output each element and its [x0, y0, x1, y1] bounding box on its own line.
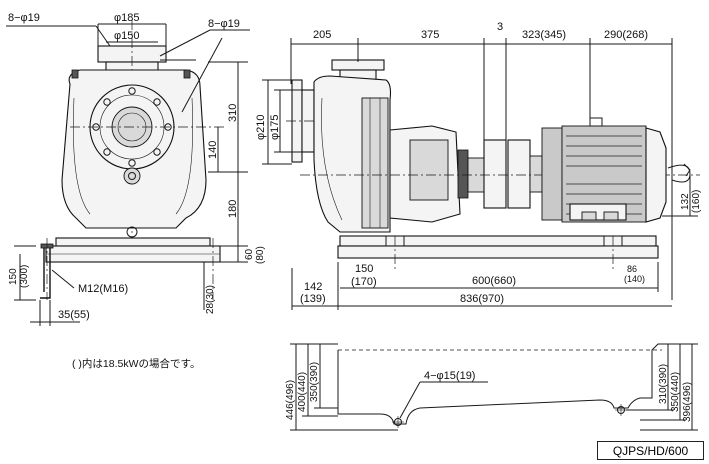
dim-132: 132: [680, 193, 691, 210]
flange-outer-label: φ185: [114, 12, 140, 24]
dim-phi175: φ175: [269, 115, 281, 141]
side-bolts-label: 8−φ19: [208, 18, 240, 30]
dim-3: 3: [497, 21, 503, 33]
dim-150-alt-side: (170): [351, 276, 377, 288]
dim-375: 375: [421, 29, 439, 41]
base-plan-view: [290, 343, 698, 431]
dim-836: 836(970): [460, 293, 504, 305]
dim-180-front: 180: [227, 200, 239, 218]
dim-86: 86: [627, 264, 637, 274]
dim-86-alt: (140): [624, 274, 645, 284]
dim-290: 290(268): [604, 29, 648, 41]
dim-396-base: 396(496): [682, 382, 693, 422]
dim-205: 205: [313, 29, 331, 41]
holes-label: 4−φ15(19): [424, 370, 475, 382]
dim-310-base: 310(390): [658, 364, 669, 404]
dim-350: 350(390): [309, 362, 320, 402]
top-bolts-label: 8−φ19: [8, 12, 40, 24]
dim-142-alt: (139): [300, 293, 326, 305]
dim-60-front: 60: [244, 248, 255, 260]
dim-323: 323(345): [522, 29, 566, 41]
dim-140-front: 140: [207, 141, 219, 159]
dim-28-front: 28(30): [205, 285, 216, 314]
dim-35-front: 35(55): [58, 309, 90, 321]
dim-350-base: 350(440): [670, 372, 681, 412]
front-view: [6, 20, 250, 326]
footnote: ( )内は18.5kWの場合です。: [72, 357, 200, 370]
side-view: [262, 38, 700, 310]
flange-inner-label: φ150: [114, 30, 140, 42]
dim-400: 400(440): [297, 372, 308, 412]
dim-310-front: 310: [227, 104, 239, 122]
model-code: QJPS/HD/600: [612, 443, 689, 458]
flange-bolts: [92, 87, 172, 167]
model-code-box: QJPS/HD/600: [597, 441, 704, 460]
dim-phi210: φ210: [255, 115, 267, 141]
dim-600: 600(660): [472, 275, 516, 287]
bolt-size-label: M12(M16): [78, 283, 128, 295]
dim-446: 446(496): [285, 380, 296, 420]
dim-150-front: 150: [8, 268, 19, 285]
dim-150-alt-front: (300): [19, 265, 30, 288]
dim-150-side: 150: [355, 263, 373, 275]
dim-142: 142: [304, 281, 322, 293]
dim-60-alt-front: (80): [255, 246, 266, 264]
dim-132-alt: (160): [691, 190, 702, 213]
